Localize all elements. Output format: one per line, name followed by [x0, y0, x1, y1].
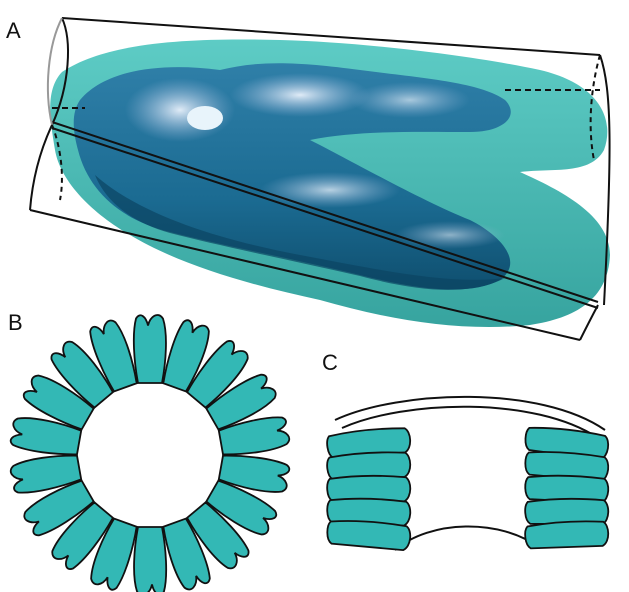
- arc-outer-boundary: [335, 397, 605, 430]
- lumen-opening: [187, 106, 223, 130]
- panel-a-illustration: [30, 18, 610, 340]
- ring-cell: [134, 315, 166, 383]
- surface-highlight: [395, 221, 505, 249]
- panel-b-cell-ring: [9, 315, 290, 592]
- surface-highlight: [125, 78, 235, 142]
- ring-cell: [134, 527, 166, 592]
- surface-highlight: [350, 82, 470, 118]
- panel-c-illustration: [326, 397, 609, 551]
- arc-inner-boundary: [395, 526, 540, 550]
- cell-stack-left: [326, 426, 411, 551]
- surface-highlight: [230, 73, 370, 117]
- cell-stack-right: [524, 425, 609, 550]
